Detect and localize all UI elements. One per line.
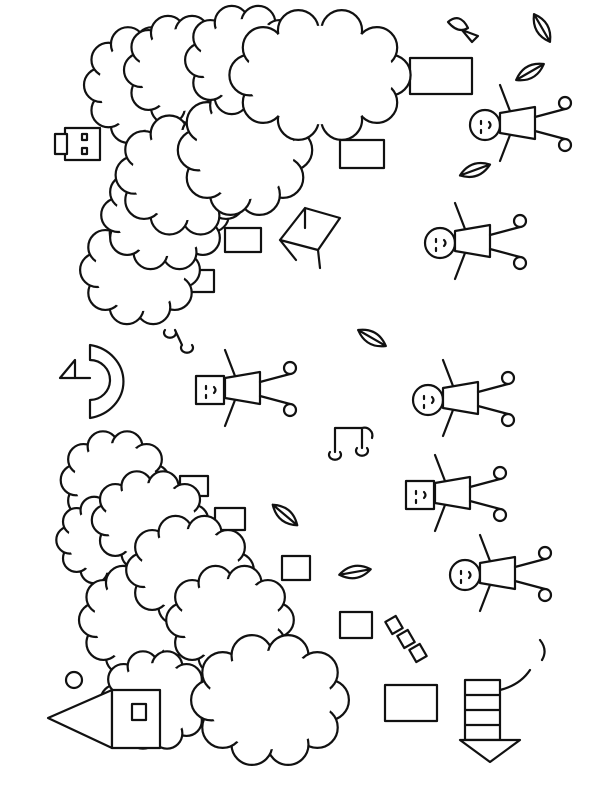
leaf-icon [532,13,552,43]
tree-crown [190,633,351,767]
child-figure [194,348,298,428]
leaf-icon [458,161,492,179]
children-figures [194,83,573,613]
child-figure [468,83,573,163]
house [46,670,162,750]
leaf-icon [357,328,387,348]
tower-building [53,126,102,162]
child-figure [448,533,553,613]
tree-cluster-bottom [55,430,351,767]
child-figure [423,201,528,281]
arch-monument [58,343,125,420]
leaves [271,13,552,580]
child-figure [411,358,516,438]
bench [278,206,342,270]
mushroom [446,17,480,44]
leaf-icon [271,503,299,527]
leaf-icon [515,62,545,82]
slide [458,638,546,764]
child-figure [404,453,508,533]
tree-trunks-bottom [178,474,439,723]
stepping-stones [384,614,428,664]
leaf-icon [338,564,372,580]
tree-crown [228,8,412,142]
music-note-icon [162,328,374,461]
tree-cluster-top [78,4,412,326]
